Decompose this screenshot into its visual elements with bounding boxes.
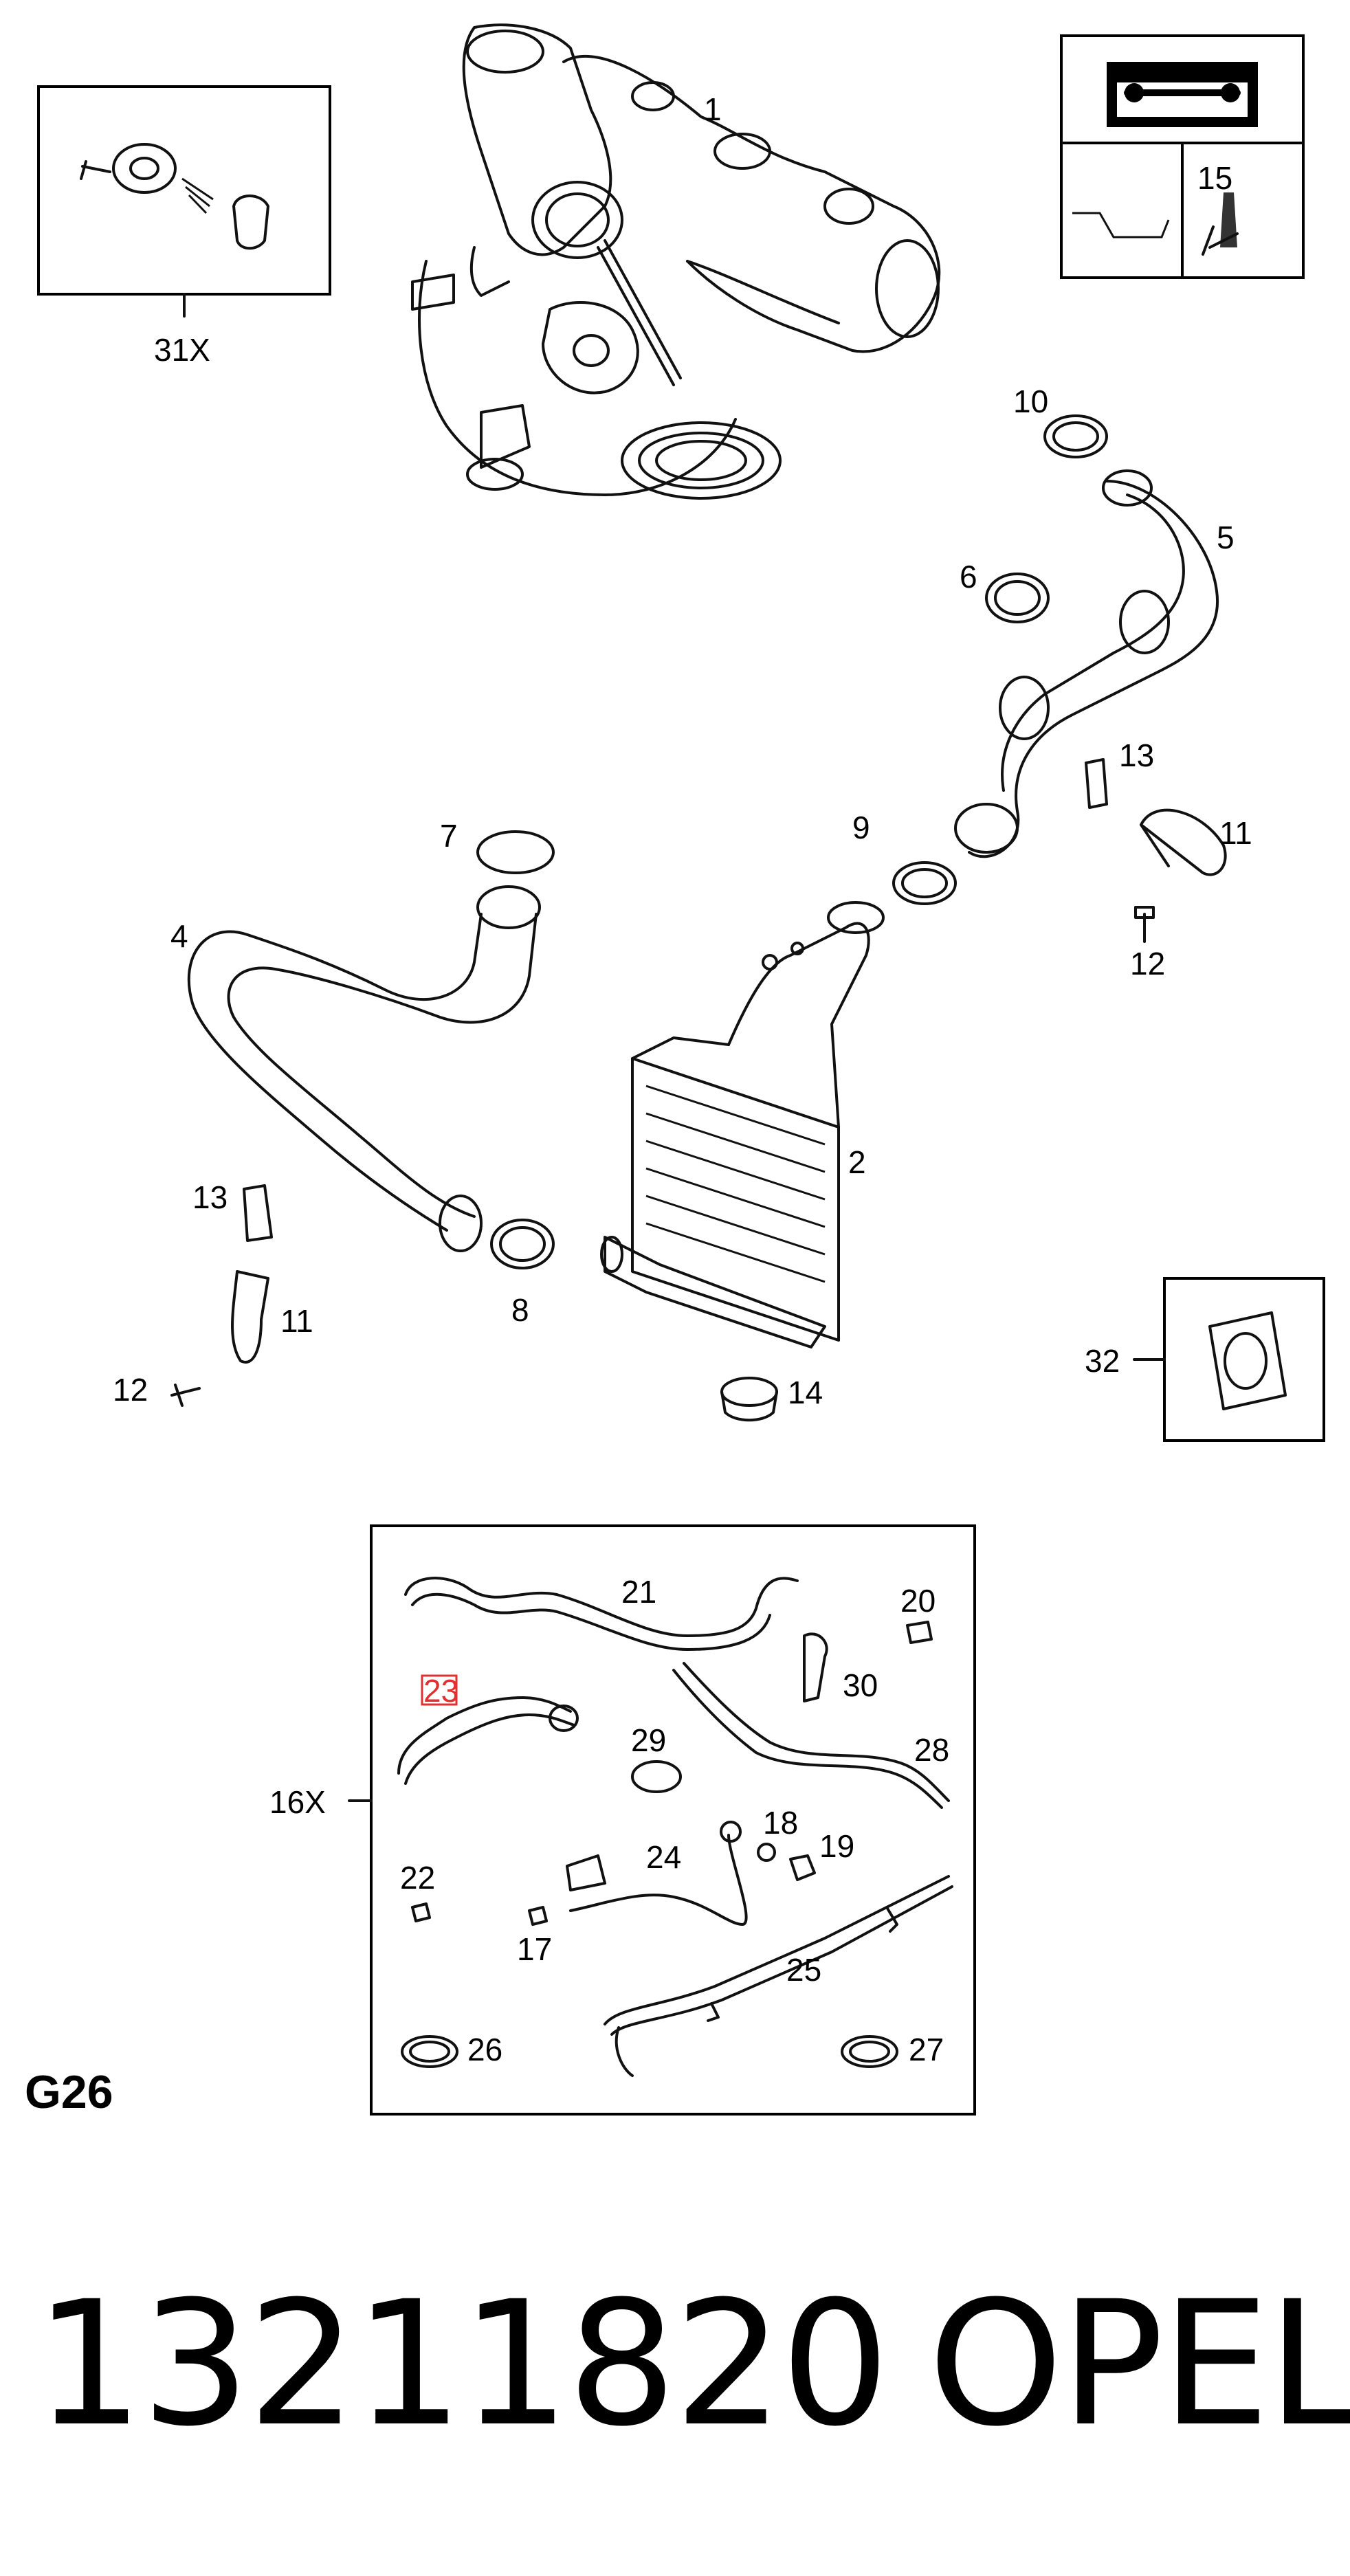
callout-8: 8 — [511, 1292, 529, 1328]
left-bracket-drawing — [170, 1184, 273, 1407]
callout-1: 1 — [704, 91, 722, 127]
callout-23[interactable]: 23 — [423, 1673, 458, 1709]
callout-2: 2 — [848, 1144, 866, 1180]
callout-30: 30 — [843, 1667, 878, 1703]
callout-24: 24 — [646, 1839, 681, 1875]
callout-10: 10 — [1013, 384, 1048, 419]
right-bracket-drawing — [1085, 758, 1227, 943]
callout-9: 9 — [852, 810, 870, 845]
callout-29: 29 — [631, 1722, 666, 1758]
callout-25: 25 — [786, 1952, 821, 1988]
callout-15: 15 — [1197, 160, 1232, 196]
callout-16x: 16X — [269, 1784, 326, 1820]
intercooler-drawing — [600, 901, 885, 1348]
callout-12a: 12 — [113, 1372, 148, 1408]
callout-4: 4 — [170, 918, 188, 954]
callout-20: 20 — [900, 1583, 936, 1619]
inset-32 — [1133, 1277, 1325, 1442]
turbocharger-drawing — [411, 23, 941, 500]
callout-19: 19 — [819, 1828, 854, 1864]
inset-31x — [37, 85, 331, 318]
callout-6: 6 — [960, 559, 977, 595]
callout-5: 5 — [1217, 520, 1235, 555]
callout-31x: 31X — [154, 332, 210, 368]
callout-26: 26 — [467, 2032, 502, 2067]
part-number: 13211820 — [34, 2264, 889, 2464]
inset-16x — [348, 1524, 976, 2116]
callout-18: 18 — [763, 1805, 798, 1841]
hose-4-drawing — [187, 830, 555, 1269]
callout-32: 32 — [1085, 1343, 1120, 1379]
section-code: G26 — [25, 2066, 113, 2118]
callout-27: 27 — [909, 2032, 944, 2067]
callout-7: 7 — [440, 818, 458, 854]
callout-11b: 11 — [1219, 815, 1252, 851]
callout-14: 14 — [788, 1375, 823, 1410]
service-symbol-box — [1060, 34, 1305, 279]
callout-21: 21 — [621, 1574, 656, 1610]
nut-14-drawing — [720, 1377, 778, 1422]
callout-13a: 13 — [192, 1179, 228, 1215]
callout-12b: 12 — [1130, 946, 1165, 981]
callout-28: 28 — [914, 1732, 949, 1768]
callout-22: 22 — [400, 1860, 435, 1896]
callout-13b: 13 — [1119, 737, 1154, 773]
brand-name: OPEL — [928, 2264, 1350, 2464]
callout-17: 17 — [517, 1931, 552, 1967]
charge-air-pipe-drawing — [892, 414, 1219, 905]
callout-11a: 11 — [280, 1303, 313, 1339]
highlight-box-23 — [421, 1674, 458, 1706]
